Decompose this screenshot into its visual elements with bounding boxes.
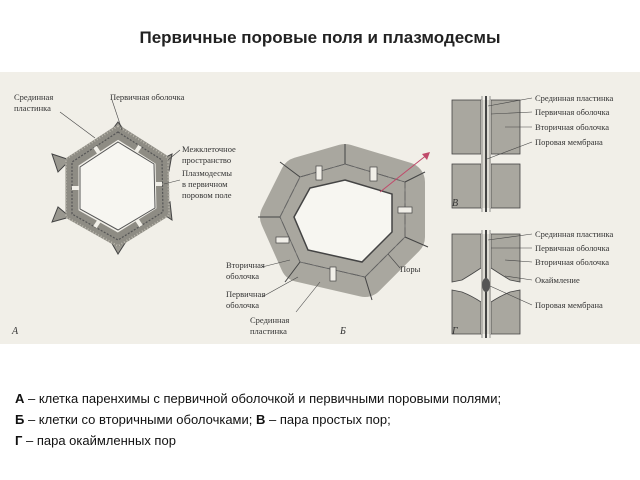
- a-label-plasmodesmata-2: в первичном: [182, 179, 228, 189]
- a-label-intercellular-1: Межклеточное: [182, 144, 236, 154]
- page-title: Первичные поровые поля и плазмодесмы: [139, 28, 501, 47]
- panel-g-pore-pair: [451, 230, 521, 338]
- panel-a-cell: [51, 121, 173, 255]
- panel-a-letter: А: [11, 326, 19, 337]
- panel-v-letter: В: [452, 198, 458, 209]
- g-label-primary-wall: Первичная оболочка: [535, 243, 610, 253]
- a-label-primary-wall: Первичная оболочка: [110, 92, 185, 102]
- b-label-middle-lamella-2: пластинка: [250, 326, 287, 336]
- b-label-secondary-wall-1: Вторичная: [226, 260, 265, 270]
- panel-v-pore-pair: [451, 96, 521, 212]
- g-label-secondary-wall: Вторичная оболочка: [535, 257, 609, 267]
- v-label-pore-membrane: Поровая мембрана: [535, 137, 603, 147]
- diagram-figure: Срединная пластинка Первичная оболочка М…: [0, 72, 640, 344]
- b-label-pores: Поры: [400, 264, 421, 274]
- caption-letter-v: В: [255, 412, 266, 427]
- caption-line-3: Г – пара окаймленных пор: [15, 430, 630, 451]
- a-label-middle-lamella-1: Срединная: [14, 92, 53, 102]
- panel-v-leaders: [486, 97, 533, 160]
- caption-text-a: – клетка паренхимы с первичной оболочкой…: [24, 391, 502, 406]
- v-label-primary-wall: Первичная оболочка: [535, 107, 610, 117]
- caption-letter-a: А: [15, 391, 25, 406]
- panel-g-letter: Г: [451, 326, 458, 337]
- panel-a-leaders: [59, 99, 181, 185]
- v-label-middle-lamella: Срединная пластинка: [535, 93, 614, 103]
- b-label-secondary-wall-2: оболочка: [226, 271, 259, 281]
- b-label-primary-wall-2: оболочка: [226, 300, 259, 310]
- a-label-middle-lamella-2: пластинка: [14, 103, 51, 113]
- panel-g-leaders: [487, 233, 533, 306]
- a-label-plasmodesmata-1: Плазмодесмы: [182, 168, 232, 178]
- caption-text-v: – пара простых пор;: [265, 412, 391, 427]
- g-label-border: Окаймление: [535, 275, 580, 285]
- g-label-middle-lamella: Срединная пластинка: [535, 229, 614, 239]
- panel-b-letter: Б: [339, 326, 346, 337]
- b-label-middle-lamella-1: Срединная: [250, 315, 289, 325]
- caption-text-g: – пара окаймленных пор: [22, 433, 176, 448]
- a-label-intercellular-2: пространство: [182, 155, 231, 165]
- caption-text-b: – клетки со вторичными оболочками;: [24, 412, 256, 427]
- v-label-secondary-wall: Вторичная оболочка: [535, 122, 609, 132]
- a-label-plasmodesmata-3: поровом поле: [182, 190, 232, 200]
- g-label-pore-membrane: Поровая мембрана: [535, 300, 603, 310]
- diagram-svg: Срединная пластинка Первичная оболочка М…: [11, 92, 614, 338]
- caption-line-1: А – клетка паренхимы с первичной оболочк…: [15, 388, 630, 409]
- caption-line-2: Б – клетки со вторичными оболочками; В –…: [15, 409, 630, 430]
- panel-b-leaders: [261, 253, 401, 313]
- caption-letter-b: Б: [15, 412, 25, 427]
- b-label-primary-wall-1: Первичная: [226, 289, 265, 299]
- figure-caption: А – клетка паренхимы с первичной оболочк…: [15, 388, 630, 451]
- caption-letter-g: Г: [15, 433, 23, 448]
- panel-b-cells: [258, 144, 430, 301]
